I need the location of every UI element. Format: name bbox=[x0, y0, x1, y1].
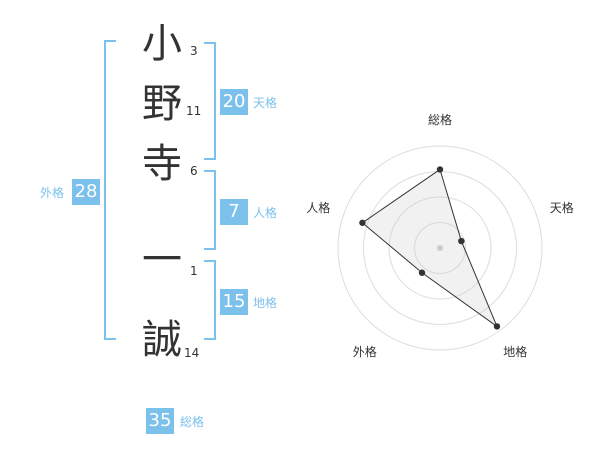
gaikaku-label: 外格 bbox=[40, 186, 65, 200]
stroke-count-1: 3 bbox=[190, 44, 198, 58]
radar-data-point bbox=[359, 219, 366, 226]
tenkaku-bracket bbox=[204, 42, 216, 160]
name-char-3: 寺 bbox=[142, 141, 182, 187]
name-char-5: 誠 bbox=[142, 317, 182, 363]
jinkaku-bracket bbox=[204, 170, 216, 250]
radar-center-point bbox=[437, 245, 443, 251]
gaikaku-bracket bbox=[104, 40, 116, 340]
radar-grid-ring bbox=[337, 145, 543, 351]
radar-grid-ring bbox=[414, 222, 466, 274]
radar-data-point bbox=[493, 323, 501, 330]
radar-series-polygon bbox=[361, 168, 499, 328]
radar-axis-label: 外格 bbox=[352, 344, 377, 359]
radar-data-point bbox=[436, 166, 444, 173]
stroke-count-3: 6 bbox=[190, 164, 198, 178]
name-char-2: 野 bbox=[142, 81, 182, 127]
stroke-count-4: 1 bbox=[190, 264, 198, 278]
chikaku-label: 地格 bbox=[253, 296, 278, 310]
stroke-count-5: 14 bbox=[184, 346, 200, 360]
stroke-count-2: 11 bbox=[186, 104, 202, 118]
name-char-1: 小 bbox=[142, 21, 182, 67]
tenkaku-badge: 20 bbox=[220, 89, 248, 115]
radar-grid-ring bbox=[388, 196, 492, 300]
chikaku-badge: 15 bbox=[220, 289, 248, 315]
radar-data-point bbox=[458, 237, 465, 245]
name-char-4: 一 bbox=[142, 237, 182, 283]
tenkaku-label: 天格 bbox=[253, 96, 278, 110]
radar-axis-label: 総格 bbox=[427, 113, 452, 127]
gaikaku-badge: 28 bbox=[72, 179, 100, 205]
soukaku-badge: 35 bbox=[146, 408, 174, 434]
jinkaku-label: 人格 bbox=[253, 206, 278, 220]
radar-axis-label: 天格 bbox=[549, 201, 574, 216]
radar-axis-label: 地格 bbox=[503, 344, 528, 359]
chikaku-bracket bbox=[204, 260, 216, 340]
radar-axis-label: 人格 bbox=[306, 201, 331, 216]
radar-data-point bbox=[418, 269, 426, 276]
soukaku-label: 総格 bbox=[180, 415, 205, 429]
jinkaku-badge: 7 bbox=[220, 199, 248, 225]
